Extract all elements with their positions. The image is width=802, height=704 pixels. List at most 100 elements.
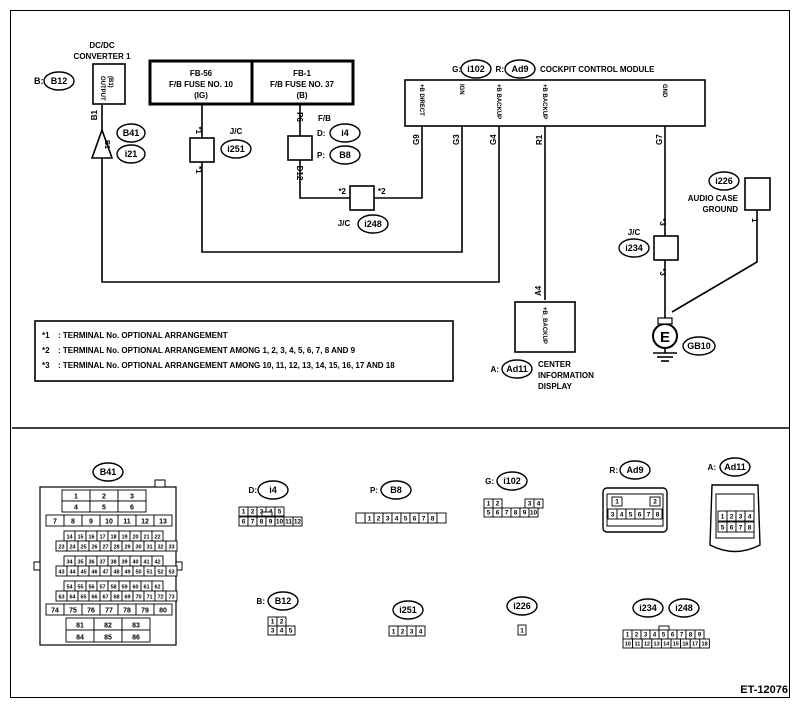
diagram-frame [10,10,790,698]
ccm-r-conn: Ad9 [511,64,528,74]
pin-number: 8 [431,516,435,523]
pin-number: 47 [102,570,108,576]
cid-title2: INFORMATION [538,371,594,380]
pin-number: 71 [146,595,152,601]
pin-number: 10 [105,519,113,526]
face-b41-badge [92,462,124,482]
jc1-label: J/C [230,127,243,136]
fb-d-prefix: D: [317,129,325,138]
wire-backup-g4 [101,105,500,283]
pin-number: 2 [401,629,405,636]
audio-ground-title1: AUDIO CASE [688,194,739,203]
pin-number: 37 [99,560,105,566]
pin-number: 8 [748,525,752,532]
svg-text:A:: A: [708,463,716,472]
pin-number: 5 [662,633,666,639]
fb-p-prefix: P: [317,151,325,160]
pin-cell [652,508,663,520]
ccm-g-prefix: G: [452,65,461,74]
fb-p-conn: B8 [339,150,351,160]
ccm-terminal-pin: R1 [535,134,544,145]
jc-i234: *3 *3 J/C i234 [618,218,679,276]
face-i234-label: i234 [639,603,657,613]
pin-number: 41 [143,560,149,566]
pin-number: 9 [269,519,273,526]
note-star: *2 [42,346,50,355]
note-text: : TERMINAL No. OPTIONAL ARRANGEMENT AMON… [58,346,356,355]
pin-number: 13 [654,642,660,648]
pin-number: 57 [99,585,105,591]
pin-number: 1 [271,619,275,626]
pin-number: 4 [537,501,541,508]
face-i102-badge [496,471,528,491]
pin-number: 2 [496,501,500,508]
face-ad11-badge [719,457,751,477]
fb-d-conn: i4 [341,128,349,138]
pin-cell [744,521,755,533]
pin-number: 7 [251,519,255,526]
pin-number: 11 [285,519,292,526]
pin-number: 24 [69,545,76,551]
pin-cell [165,565,178,577]
fb56-line2: F/B FUSE NO. 10 [169,80,234,89]
pin-number: 30 [135,545,141,551]
pin-number: 28 [113,545,119,551]
pin-number: 5 [102,505,106,512]
face-i251-label: i251 [399,605,417,615]
ccm-g-conn: i102 [467,64,485,74]
cid-title3: DISPLAY [538,382,573,391]
ccm-terminal-name: +B BACKUP [541,84,547,119]
pin-number: 62 [154,585,160,591]
pin-number: 77 [105,608,113,615]
dcdc-converter: DC/DC CONVERTER 1 OUTPUT (B1) B1 B: B12 … [34,41,146,164]
svg-text:R:: R: [610,466,618,475]
cid-connector: Ad11 [506,364,528,374]
pin-number: 2 [102,494,106,501]
pin-number: 6 [496,510,500,517]
jc2-star-left: *2 [338,187,346,196]
jc3-label: J/C [628,228,641,237]
pin-number: 1 [368,516,372,523]
b41-connector-triangle [90,127,114,159]
svg-text:G:: G: [485,477,494,486]
face-ad9-label: Ad9 [626,465,643,475]
pin-number: 79 [141,608,149,615]
pin-number: 35 [77,560,83,566]
pin-number: 74 [51,608,59,615]
face-ad9-badge [619,460,651,480]
audio-ground-pin: 1 [750,218,759,223]
cid-pin: A4 [534,285,543,296]
ccm-terminal-name: IGN [458,84,464,95]
pin-number: 12 [294,519,302,526]
pin-cell [165,590,178,602]
pin-number: 5 [278,509,282,516]
pin-number: 67 [102,595,108,601]
pin-number: 23 [58,545,64,551]
pin-number: 14 [663,642,670,648]
pin-number: 34 [66,560,73,566]
pin-number: 73 [168,595,174,601]
face-b8-badge [380,480,412,500]
pin-number: 31 [146,545,152,551]
fb56-line3: (IG) [194,91,208,100]
jc3-connector: i234 [625,243,643,253]
pin-number: 4 [280,628,284,635]
pin-number: 6 [730,525,734,532]
pin-number: 45 [80,570,86,576]
pin-number: 17 [99,535,105,541]
pin-number: 40 [132,560,138,566]
pin-number: 4 [74,505,78,512]
pin-number: 4 [395,516,399,523]
face-b12-label: B12 [275,596,292,606]
audio-ground-connector: i226 [715,176,733,186]
pin-number: 51 [146,570,152,576]
pin-cell [165,540,178,552]
pin-cell [285,625,296,636]
dcdc-pin: B1 [90,109,99,120]
face-i102-label: i102 [503,476,521,486]
pin-number: 6 [638,512,642,519]
pin-number: 86 [132,635,140,642]
pin-number: 61 [143,585,149,591]
